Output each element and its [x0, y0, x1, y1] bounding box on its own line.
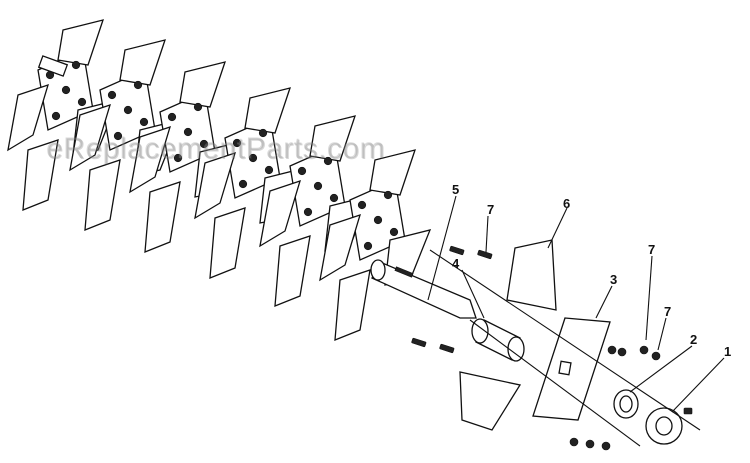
- callout-2: 2: [690, 332, 697, 347]
- callout-6: 6: [563, 196, 570, 211]
- callout-7-right-upper: 7: [648, 242, 655, 257]
- bearing-ring: [613, 389, 639, 419]
- bearing-flange: [645, 407, 693, 445]
- tine-reel-assembly: [7, 19, 432, 341]
- hardware-bolts: [411, 245, 661, 451]
- mounting-plate: [459, 317, 611, 431]
- shaft-stub: [37, 55, 69, 77]
- upper-bracket: [506, 239, 557, 311]
- leader-lines: [427, 195, 725, 447]
- callout-7-top: 7: [487, 202, 494, 217]
- shaft: [370, 259, 477, 319]
- callout-4: 4: [452, 256, 460, 271]
- callout-7-right-lower: 7: [664, 304, 671, 319]
- callout-3: 3: [610, 272, 617, 287]
- callout-1: 1: [724, 344, 731, 359]
- callout-5: 5: [452, 182, 459, 197]
